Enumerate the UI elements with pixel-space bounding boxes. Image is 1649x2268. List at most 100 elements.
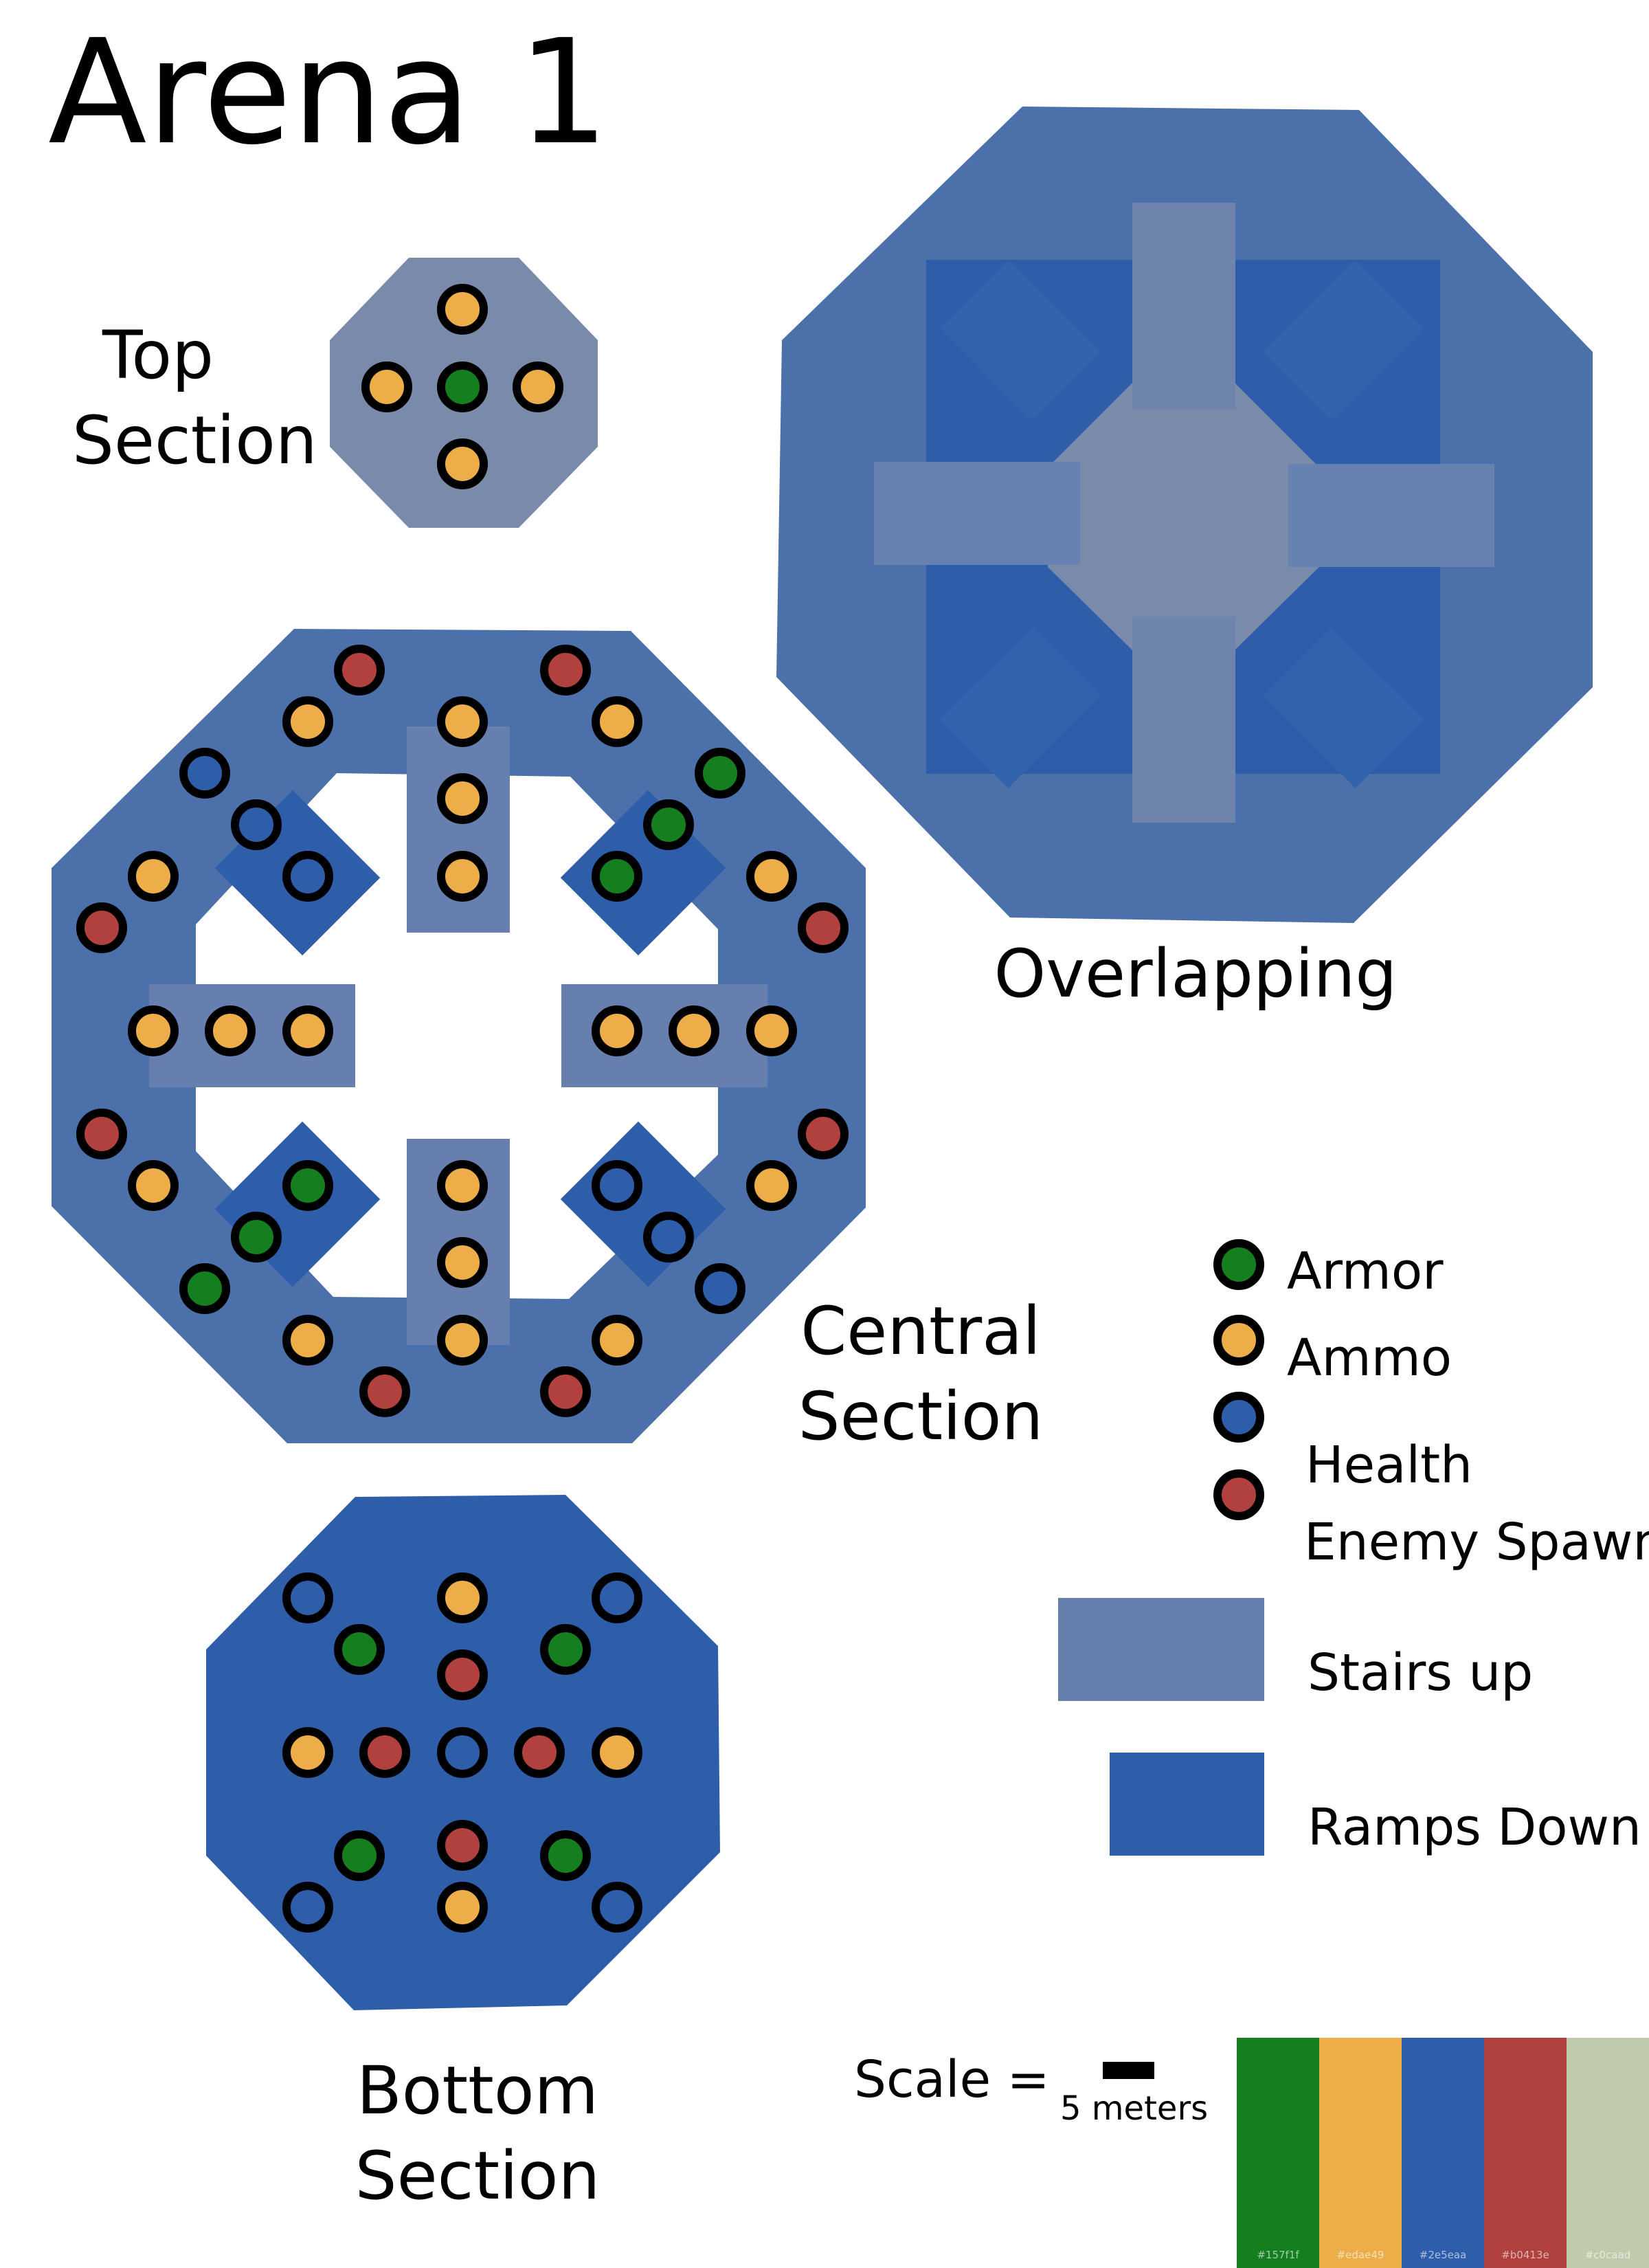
health-pickup bbox=[592, 1572, 642, 1623]
ammo-pickup bbox=[437, 1572, 488, 1623]
ammo-pickup bbox=[437, 284, 488, 335]
legend-ammo-swatch bbox=[1213, 1315, 1264, 1366]
overlapping-ramp bbox=[940, 260, 1101, 421]
overlapping-section bbox=[776, 107, 1593, 923]
legend-health-label: Health bbox=[1305, 1436, 1472, 1495]
ammo-pickup bbox=[437, 1237, 488, 1288]
palette-swatch: #c0caad bbox=[1567, 2038, 1649, 2268]
armor-pickup bbox=[437, 362, 488, 412]
enemy-spawn bbox=[798, 1109, 849, 1159]
ammo-pickup bbox=[437, 1882, 488, 1933]
overlapping-ramp bbox=[940, 627, 1101, 788]
ammo-pickup bbox=[437, 851, 488, 902]
ammo-pickup bbox=[128, 1160, 179, 1211]
central-stairs bbox=[407, 726, 510, 933]
enemy-spawn bbox=[359, 1366, 410, 1417]
top-section-label-text: Top Section bbox=[72, 317, 317, 479]
armor-pickup bbox=[334, 1624, 385, 1675]
legend-stairs-swatch bbox=[1058, 1598, 1264, 1701]
enemy-spawn bbox=[334, 645, 385, 696]
armor-pickup bbox=[231, 1212, 282, 1263]
palette-swatch-label: #b0413e bbox=[1501, 2249, 1549, 2261]
palette-swatch: #157f1f bbox=[1237, 2038, 1319, 2268]
health-pickup bbox=[592, 1160, 642, 1211]
ammo-pickup bbox=[746, 851, 797, 902]
palette-swatch-label: #c0caad bbox=[1584, 2249, 1631, 2261]
armor-pickup bbox=[540, 1830, 591, 1881]
legend-armor-label: Armor bbox=[1287, 1242, 1444, 1301]
ammo-pickup bbox=[437, 773, 488, 824]
health-pickup bbox=[282, 1882, 333, 1933]
ammo-pickup bbox=[592, 1727, 642, 1778]
ammo-pickup bbox=[592, 1315, 642, 1366]
top-section bbox=[330, 258, 598, 528]
top-section-label: Top Section bbox=[21, 313, 317, 483]
ammo-pickup bbox=[205, 1005, 256, 1056]
health-pickup bbox=[437, 1727, 488, 1778]
bottom-section bbox=[206, 1495, 720, 2010]
legend-enemy-swatch bbox=[1213, 1469, 1264, 1520]
central-section-label-text: Central Section bbox=[798, 1293, 1044, 1455]
legend-enemy-spawn-label: Enemy Spawn bbox=[1304, 1513, 1649, 1572]
ammo-pickup bbox=[128, 1005, 179, 1056]
legend-armor-swatch bbox=[1213, 1239, 1264, 1290]
armor-pickup bbox=[179, 1263, 230, 1314]
armor-pickup bbox=[334, 1830, 385, 1881]
overlapping-stairs bbox=[1132, 203, 1235, 409]
health-pickup bbox=[643, 1212, 694, 1263]
ammo-pickup bbox=[361, 362, 412, 412]
armor-pickup bbox=[540, 1624, 591, 1675]
health-pickup bbox=[231, 799, 282, 850]
palette-swatch: #b0413e bbox=[1484, 2038, 1567, 2268]
palette-swatch-label: #2e5eaa bbox=[1419, 2249, 1467, 2261]
armor-pickup bbox=[592, 851, 642, 902]
color-palette: #157f1f #edae49 #2e5eaa #b0413e #c0caad bbox=[1237, 2038, 1649, 2268]
ammo-pickup bbox=[592, 696, 642, 747]
scale-unit-label: 5 meters bbox=[1060, 2089, 1209, 2128]
enemy-spawn bbox=[437, 1649, 488, 1700]
ammo-pickup bbox=[437, 1160, 488, 1211]
health-pickup bbox=[282, 851, 333, 902]
ammo-pickup bbox=[437, 1315, 488, 1366]
palette-swatch-label: #157f1f bbox=[1257, 2249, 1299, 2261]
overlapping-stairs bbox=[874, 462, 1080, 565]
health-pickup bbox=[592, 1882, 642, 1933]
health-pickup bbox=[695, 1263, 745, 1314]
palette-swatch: #edae49 bbox=[1319, 2038, 1402, 2268]
ammo-pickup bbox=[513, 362, 563, 412]
health-pickup bbox=[179, 748, 230, 799]
ammo-pickup bbox=[282, 1005, 333, 1056]
enemy-spawn bbox=[540, 645, 591, 696]
health-pickup bbox=[282, 1572, 333, 1623]
ammo-pickup bbox=[128, 851, 179, 902]
armor-pickup bbox=[643, 799, 694, 850]
page-title: Arena 1 bbox=[48, 8, 609, 177]
bottom-section-label-text: Bottom Section bbox=[355, 2052, 601, 2214]
ammo-pickup bbox=[746, 1005, 797, 1056]
overlapping-ramp bbox=[1263, 627, 1424, 788]
overlapping-ramp bbox=[1263, 260, 1424, 421]
enemy-spawn bbox=[437, 1820, 488, 1871]
ammo-pickup bbox=[437, 696, 488, 747]
overlapping-hub bbox=[1048, 381, 1319, 652]
legend-health-swatch bbox=[1213, 1392, 1264, 1443]
central-section bbox=[52, 629, 866, 1443]
overlapping-stairs bbox=[1132, 616, 1235, 823]
enemy-spawn bbox=[76, 902, 127, 953]
scale-bar bbox=[1103, 2062, 1154, 2079]
ammo-pickup bbox=[746, 1160, 797, 1211]
legend-ammo-label: Ammo bbox=[1287, 1328, 1452, 1388]
ammo-pickup bbox=[282, 696, 333, 747]
enemy-spawn bbox=[76, 1109, 127, 1159]
bottom-section-label: Bottom Section bbox=[323, 2048, 632, 2219]
overlapping-stairs bbox=[1288, 464, 1494, 567]
armor-pickup bbox=[282, 1160, 333, 1211]
enemy-spawn bbox=[798, 902, 849, 953]
enemy-spawn bbox=[359, 1727, 410, 1778]
enemy-spawn bbox=[540, 1366, 591, 1417]
ammo-pickup bbox=[437, 438, 488, 489]
armor-pickup bbox=[695, 748, 745, 799]
legend-ramps-label: Ramps Down bbox=[1308, 1798, 1641, 1857]
palette-swatch-label: #edae49 bbox=[1336, 2249, 1384, 2261]
